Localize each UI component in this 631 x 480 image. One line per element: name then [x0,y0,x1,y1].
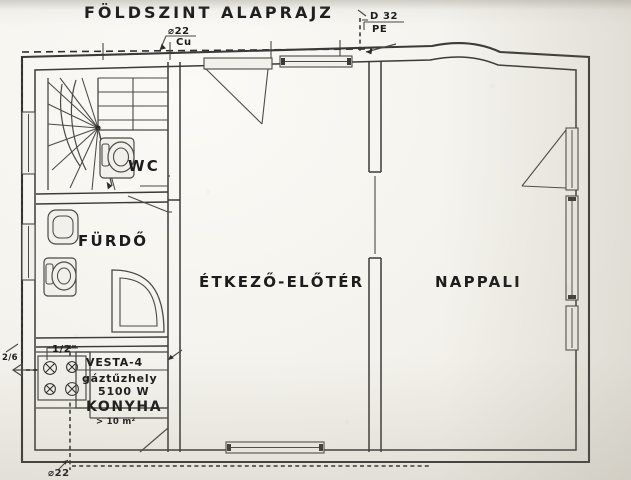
branch-size: 1/2" [52,344,77,355]
gas-cooktop-icon [37,355,87,401]
pipe-bottom-diameter: ⌀22 [48,468,70,479]
leader-kitchen-note [167,349,183,361]
window-bathroom [21,223,36,281]
gas-pipe-left-vertical [21,57,430,470]
gas-inlet-arrow-icon [5,343,34,378]
service-line-size: D 32 [370,11,398,22]
door-kitchen [139,427,169,453]
corner-shower-icon [111,269,165,333]
service-line-material: PE [372,24,387,35]
room-label-wc: WC [128,157,160,175]
kitchen-area-note: > 10 m² [96,417,136,427]
leader-pipe-top [159,35,196,51]
branch-half-inch-leader [46,347,78,360]
appliance-power: 5100 W [98,385,149,398]
toilet-bathroom-icon [43,257,77,297]
appliance-model: VESTA-4 [86,356,143,369]
room-label-furdo: FÜRDŐ [78,230,148,250]
meter-mark: 2/6 [2,353,18,363]
toilet-wc-icon [99,137,135,179]
door-right-upper [521,127,579,191]
door-top-left [203,57,273,125]
window-stairs [21,111,36,175]
window-right-lower [565,305,579,351]
appliance-type: gáztűzhely [82,372,157,385]
appliance-note-box [75,351,169,409]
pipe-top-diameter: ⌀22 [168,26,190,37]
window-top [279,55,353,68]
door-bathroom [127,195,172,213]
washbasin-icon [47,209,79,245]
door-wc [140,175,170,187]
room-label-etkezo: ÉTKEZŐ-ELŐTÉR [199,271,364,291]
leader-service-line [357,9,404,55]
gas-service-line-top [21,40,372,60]
leader-pipe-bottom [57,459,69,471]
drawing-title: FÖLDSZINT ALAPRAJZ [84,3,334,22]
room-label-konyha: KONYHA [86,399,162,415]
interior-partitions [35,62,382,452]
pipe-top-material: Cu [176,37,192,48]
room-label-nappali: NAPPALI [435,273,522,291]
window-bottom [225,441,325,454]
window-right-middle [565,195,579,301]
